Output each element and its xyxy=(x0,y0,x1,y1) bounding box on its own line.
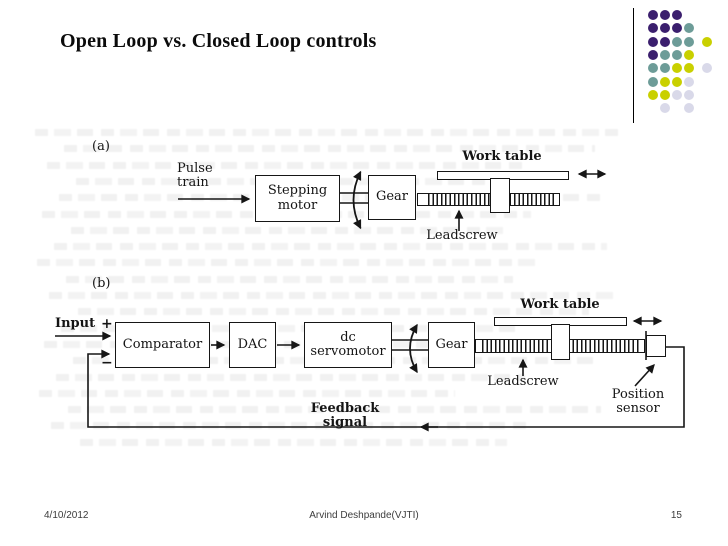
decor-dot xyxy=(672,63,682,73)
scan-bleed-row xyxy=(49,292,613,299)
decor-dot xyxy=(660,90,670,100)
decor-dot xyxy=(660,77,670,87)
scan-bleed-row xyxy=(61,324,519,332)
decor-dot xyxy=(648,50,658,60)
scan-bleed-row xyxy=(39,389,455,397)
decor-dot xyxy=(672,77,682,87)
decor-dot xyxy=(648,23,658,33)
work-table-label-a: Work table xyxy=(462,149,542,164)
decor-dot xyxy=(648,77,658,87)
diagram-a-label: (a) xyxy=(92,139,110,154)
decor-dot xyxy=(660,10,670,20)
minus-sign: − xyxy=(101,355,113,371)
decor-dot xyxy=(672,90,682,100)
decor-dot xyxy=(684,103,694,113)
decor-dot xyxy=(702,37,712,47)
leadscrew-label-a: Leadscrew xyxy=(426,228,498,243)
leadscrew-nut-b xyxy=(551,324,570,360)
decor-dot xyxy=(672,23,682,33)
decor-dot xyxy=(684,37,694,47)
scan-bleed-row xyxy=(64,145,595,153)
decor-dot xyxy=(672,10,682,20)
scan-bleed-row xyxy=(78,308,589,316)
decor-vertical-line xyxy=(633,8,634,123)
stepping-motor-block: Stepping motor xyxy=(255,175,340,222)
pulse-train-label: Pulse train xyxy=(177,161,213,191)
decor-dot xyxy=(648,90,658,100)
decor-dot xyxy=(648,10,658,20)
comparator-block: Comparator xyxy=(115,322,210,368)
diagram-b-label: (b) xyxy=(92,276,111,291)
dac-block: DAC xyxy=(229,322,276,368)
decor-dot xyxy=(672,37,682,47)
footer-page-number: 15 xyxy=(670,510,682,521)
scan-bleed-row xyxy=(37,259,537,267)
scan-bleed-row xyxy=(35,129,618,136)
decor-dot xyxy=(660,37,670,47)
work-table-label-b: Work table xyxy=(520,297,600,312)
scan-bleed-row xyxy=(66,275,513,283)
dc-servomotor-block: dc servomotor xyxy=(304,322,392,368)
slide-title: Open Loop vs. Closed Loop controls xyxy=(60,30,377,52)
decor-dot xyxy=(648,37,658,47)
decor-dot xyxy=(660,103,670,113)
scan-bleed-row xyxy=(71,226,507,234)
decor-dot xyxy=(702,63,712,73)
footer-date: 4/10/2012 xyxy=(44,510,89,521)
decor-dot xyxy=(684,90,694,100)
decor-dot xyxy=(672,50,682,60)
decor-dot xyxy=(660,23,670,33)
feedback-signal-label: Feedback signal xyxy=(310,401,380,431)
scan-bleed-row xyxy=(54,243,607,251)
leadscrew-label-b: Leadscrew xyxy=(487,374,559,389)
decor-dot xyxy=(684,23,694,33)
scan-bleed-row xyxy=(56,373,525,381)
footer-author: Arvind Deshpande(VJTI) xyxy=(309,510,419,521)
plus-sign: + xyxy=(101,316,113,332)
position-sensor-pointer xyxy=(634,363,655,387)
leadscrew-a xyxy=(417,193,560,206)
scan-bleed-row xyxy=(47,161,525,169)
decor-dot xyxy=(684,63,694,73)
decor-dot xyxy=(660,63,670,73)
leadscrew-nut-a xyxy=(490,178,510,213)
position-sensor-label: Position sensor xyxy=(611,387,665,417)
decor-dot xyxy=(684,77,694,87)
scan-bleed-row xyxy=(80,438,507,446)
decor-dot xyxy=(648,63,658,73)
input-label: Input xyxy=(55,316,96,331)
decor-dot xyxy=(660,50,670,60)
decor-dot xyxy=(684,50,694,60)
gear-block-a: Gear xyxy=(368,175,416,220)
rotation-arrow-b xyxy=(409,323,418,374)
gear-block-b: Gear xyxy=(428,322,475,368)
position-sensor-block xyxy=(646,335,666,357)
